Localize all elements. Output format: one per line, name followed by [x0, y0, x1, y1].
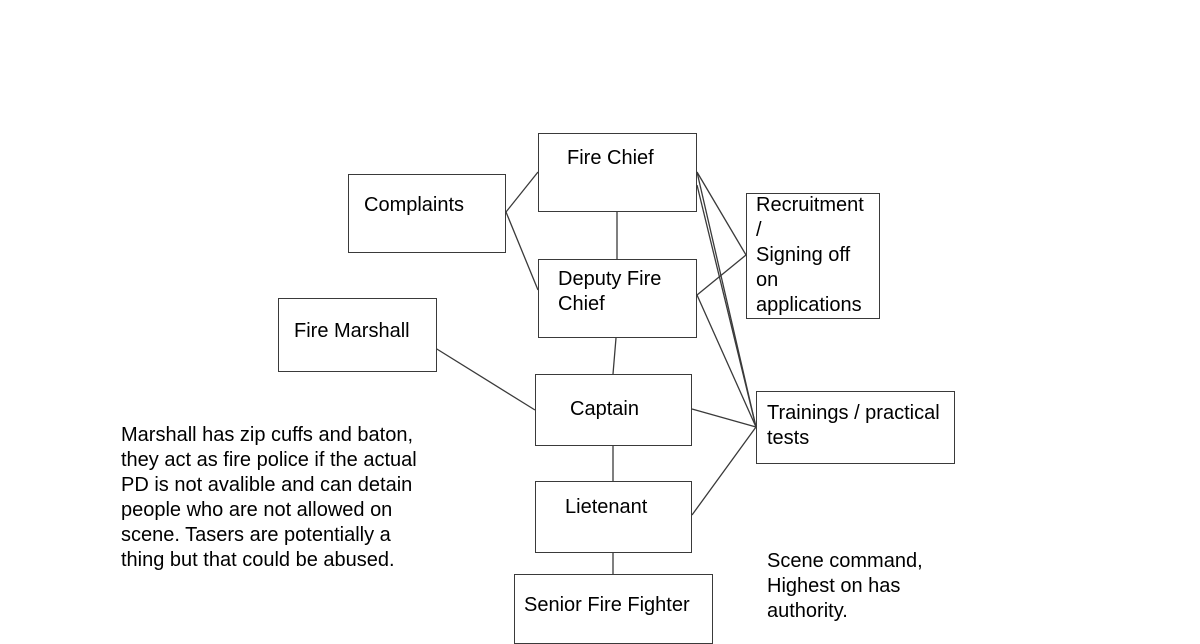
link-deputy-fire-chief-recruitment	[696, 254, 747, 296]
fire-marshall-label: Fire Marshall	[294, 320, 410, 342]
complaints-box: Complaints	[348, 174, 506, 253]
captain-box: Captain	[535, 374, 692, 446]
trainings-box: Trainings / practical tests	[756, 391, 955, 464]
captain-label: Captain	[570, 398, 639, 420]
link-deputy-fire-chief-captain	[612, 337, 617, 375]
senior-fire-fighter-label: Senior Fire Fighter	[524, 594, 690, 616]
recruitment-box: Recruitment / Signing off on application…	[746, 193, 880, 319]
lietenant-label: Lietenant	[565, 496, 648, 518]
link-complaints-deputy-fire-chief	[505, 211, 539, 291]
recruitment-label: Recruitment / Signing off on application…	[756, 194, 864, 316]
senior-fire-fighter-box: Senior Fire Fighter	[514, 574, 713, 644]
trainings-label: Trainings / practical tests	[767, 402, 940, 449]
complaints-label: Complaints	[364, 194, 465, 216]
marshall-note: Marshall has zip cuffs and baton, they a…	[121, 424, 417, 571]
deputy-fire-chief-box: Deputy Fire Chief	[538, 259, 697, 338]
scene-command-note: Scene command, Highest on has authority.	[767, 550, 923, 622]
fire-marshall-box: Fire Marshall	[278, 298, 437, 372]
connector-lines	[431, 171, 757, 574]
link-deputy-fire-chief-trainings	[696, 294, 757, 428]
link-fire-chief-recruitment	[696, 171, 747, 256]
link-complaints-fire-chief	[505, 171, 539, 213]
link-fire-chief-trainings-b	[696, 184, 757, 428]
fire-chief-label: Fire Chief	[567, 147, 654, 169]
lietenant-box: Lietenant	[535, 481, 692, 553]
link-fire-marshall-captain	[431, 345, 536, 411]
link-captain-trainings	[691, 408, 757, 428]
deputy-fire-chief-label: Deputy Fire Chief	[558, 268, 662, 315]
fire-chief-box: Fire Chief	[538, 133, 697, 212]
link-lietenant-trainings	[691, 426, 757, 516]
